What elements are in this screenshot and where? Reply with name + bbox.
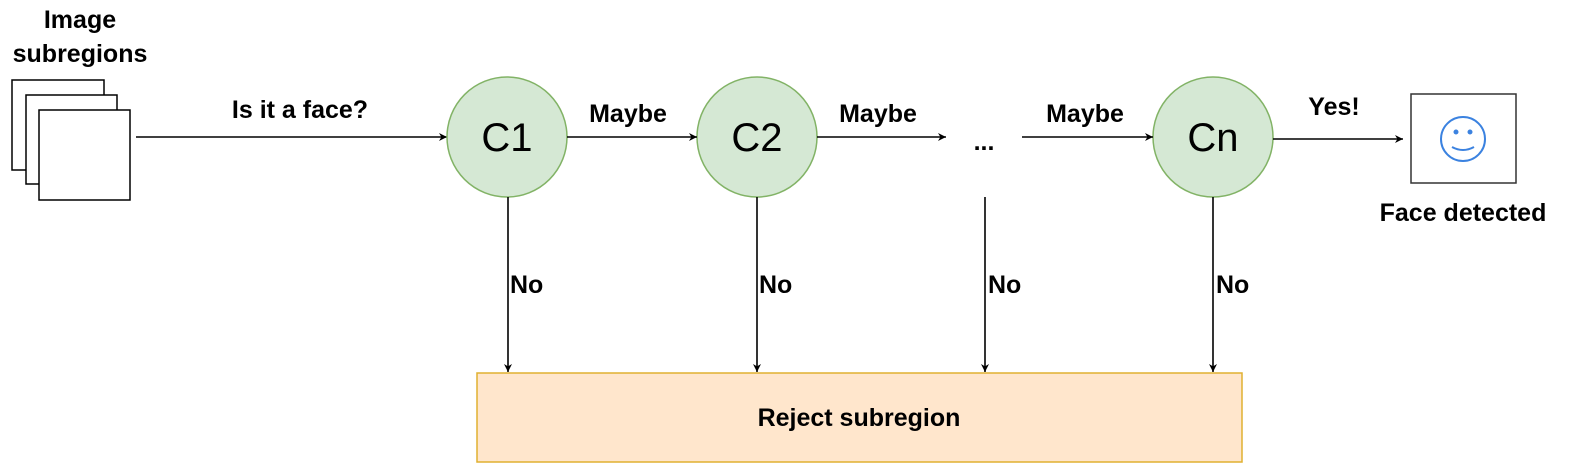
smiley-face-icon xyxy=(1440,116,1486,162)
edge-label-yes: Yes! xyxy=(1308,93,1359,121)
classifier-label: C1 xyxy=(481,116,532,160)
edge-label-maybe-3: Maybe xyxy=(1046,100,1124,128)
edge-label-no-4: No xyxy=(1216,271,1249,299)
classifier-label: C2 xyxy=(731,116,782,160)
edge-label-maybe-1: Maybe xyxy=(589,100,667,128)
image-subregions-stack xyxy=(11,79,131,201)
edge-label-maybe-2: Maybe xyxy=(839,100,917,128)
face-detected-label: Face detected xyxy=(1380,199,1547,227)
reject-subregion-box xyxy=(476,372,1243,463)
classifier-label: Cn xyxy=(1187,116,1238,160)
classifier-cn: Cn xyxy=(1152,76,1274,198)
input-title-line2: subregions xyxy=(13,40,148,68)
edge-label-no-3: No xyxy=(988,271,1021,299)
classifier-c2: C2 xyxy=(696,76,818,198)
input-title-line1: Image xyxy=(44,6,116,34)
edge-label-question: Is it a face? xyxy=(232,96,368,124)
classifier-c1: C1 xyxy=(446,76,568,198)
reject-subregion-label: Reject subregion xyxy=(758,404,961,432)
edge-label-no-1: No xyxy=(510,271,543,299)
face-detected-box xyxy=(1410,93,1517,184)
edge-label-no-2: No xyxy=(759,271,792,299)
classifier-ellipsis: ... xyxy=(974,128,995,156)
